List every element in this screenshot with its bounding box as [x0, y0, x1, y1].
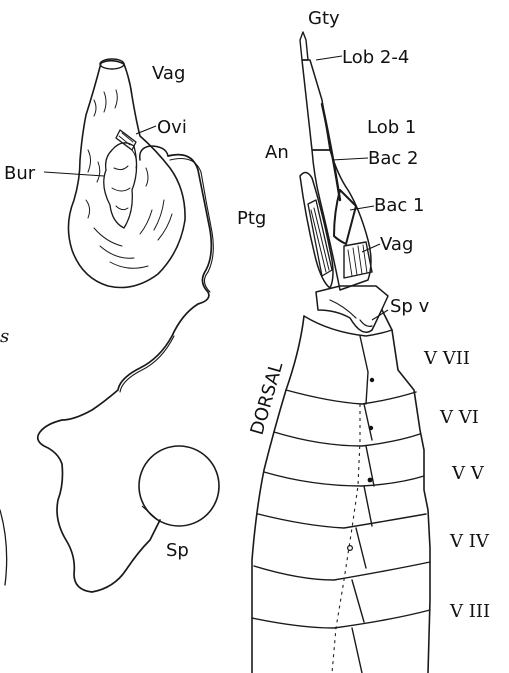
- label-segment-v-vi: V VI: [439, 407, 479, 428]
- sternite-flap: [316, 286, 388, 332]
- label-bur: Bur: [4, 163, 36, 184]
- ovipositor-tip: [300, 32, 308, 60]
- label-segment-v-vii: V VII: [423, 348, 470, 369]
- ductus-seminalis-inner: [120, 159, 213, 393]
- label-edge-s: s: [0, 326, 9, 347]
- vagina-outline: [68, 61, 185, 288]
- anal-papilla: [300, 172, 333, 288]
- ductus-origin: [140, 146, 168, 160]
- label-an: An: [265, 142, 289, 163]
- label-sp: Sp: [166, 540, 189, 561]
- label-segment-v-iii: V III: [449, 601, 490, 622]
- label-ovi: Ovi: [157, 117, 187, 138]
- spiracle: [369, 426, 373, 430]
- oviduct: [116, 130, 136, 150]
- label-lob-1: Lob 1: [367, 117, 416, 138]
- label-ptg: Ptg: [237, 208, 266, 229]
- leader-lines: [44, 56, 388, 522]
- label-segment-v-v: V V: [451, 463, 485, 484]
- label-sp-v: Sp v: [390, 296, 430, 317]
- label-segment-v-iv: V IV: [449, 531, 490, 552]
- spiracle: [370, 378, 374, 382]
- label-bac-1: Bac 1: [374, 195, 424, 216]
- label-gty: Gty: [308, 8, 340, 29]
- label-vag-top: Vag: [152, 63, 185, 84]
- bacula-2-rod: [322, 104, 340, 200]
- spiracle: [368, 478, 373, 483]
- label-lob-2-4: Lob 2-4: [342, 47, 409, 68]
- label-dorsal: DORSAL: [247, 360, 288, 438]
- label-bac-2: Bac 2: [368, 148, 418, 169]
- left-edge-curve: [0, 510, 7, 585]
- label-vag-right: Vag: [380, 234, 413, 255]
- bursa-inner-lines: [112, 166, 130, 210]
- vagina-bursa-drawing: [68, 59, 185, 288]
- segment-boundaries: [252, 316, 430, 628]
- lobes-2-4: [302, 60, 330, 150]
- spiracle: [348, 546, 353, 551]
- bursa-lobe: [104, 143, 137, 228]
